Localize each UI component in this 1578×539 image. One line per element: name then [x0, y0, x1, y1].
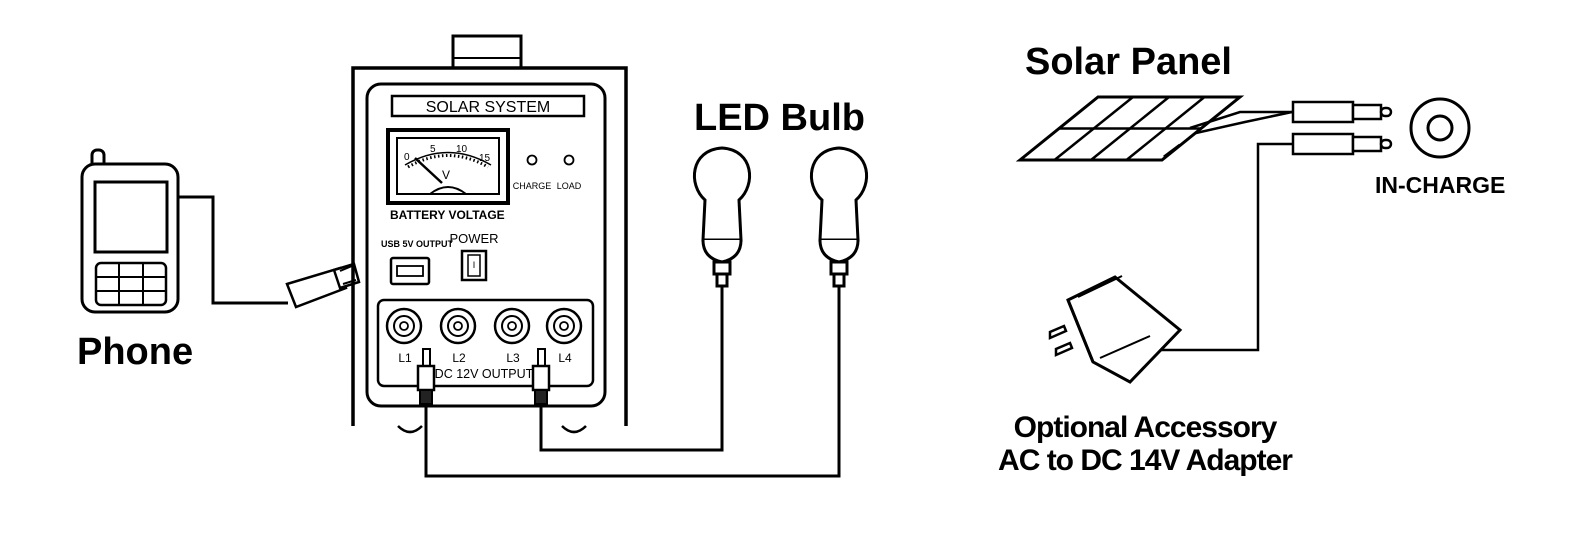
port-l3-icon	[493, 307, 531, 345]
meter-tick-0: 0	[404, 152, 410, 163]
optional-accessory-line1: Optional Accessory	[1014, 411, 1278, 444]
in-charge-socket-icon	[1409, 97, 1471, 159]
battery-voltmeter	[386, 128, 510, 205]
load-indicator-label: LOAD	[557, 181, 582, 191]
phone-cable	[178, 195, 288, 305]
load-indicator-icon	[563, 154, 575, 166]
solar-panel-wire-top	[1189, 110, 1295, 130]
led-bulb-right-icon	[809, 146, 869, 288]
bulb-cable-inner	[539, 286, 724, 452]
dc-plug-right-icon	[531, 348, 551, 405]
adapter-cable	[1150, 142, 1293, 352]
panel-plug-bottom-icon	[1291, 132, 1393, 156]
dc-output-label: DC 12V OUTPUT	[435, 367, 534, 381]
led-bulb-left-icon	[692, 146, 752, 288]
power-label: POWER	[449, 231, 498, 246]
port-l2-label: L2	[452, 351, 466, 365]
dc-plug-left-icon	[416, 348, 436, 405]
charge-indicator-icon	[526, 154, 538, 166]
phone-label: Phone	[77, 331, 193, 373]
meter-tick-10: 10	[456, 144, 468, 155]
power-adapter-icon	[1048, 275, 1183, 384]
led-bulb-label: LED Bulb	[694, 97, 865, 139]
port-l1-icon	[385, 307, 423, 345]
meter-needle	[414, 157, 443, 184]
meter-unit: V	[442, 168, 450, 182]
meter-tick-5: 5	[430, 144, 436, 155]
bulb-cable-outer	[424, 286, 841, 478]
power-switch-mark: I	[473, 260, 476, 270]
in-charge-label: IN-CHARGE	[1375, 172, 1505, 198]
panel-plug-top-icon	[1291, 100, 1393, 124]
usb-plug-icon	[285, 262, 361, 309]
phone-icon	[80, 148, 180, 314]
meter-tick-15: 15	[479, 153, 491, 164]
solar-panel-label: Solar Panel	[1025, 41, 1232, 83]
solar-panel-wire-bottom	[1195, 110, 1293, 135]
optional-accessory-line2: AC to DC 14V Adapter	[998, 444, 1293, 477]
port-l3-label: L3	[506, 351, 520, 365]
port-l2-icon	[439, 307, 477, 345]
solar-panel-icon	[1015, 95, 1245, 162]
usb-output-label: USB 5V OUTPUT	[381, 239, 454, 249]
power-switch-icon	[460, 249, 488, 282]
port-l1-label: L1	[398, 351, 412, 365]
battery-voltage-caption: BATTERY VOLTAGE	[390, 208, 505, 222]
usb-port-icon	[389, 256, 431, 286]
unit-title: SOLAR SYSTEM	[426, 99, 550, 116]
port-l4-icon	[545, 307, 583, 345]
port-l4-label: L4	[558, 351, 572, 365]
charge-indicator-label: CHARGE	[513, 181, 552, 191]
